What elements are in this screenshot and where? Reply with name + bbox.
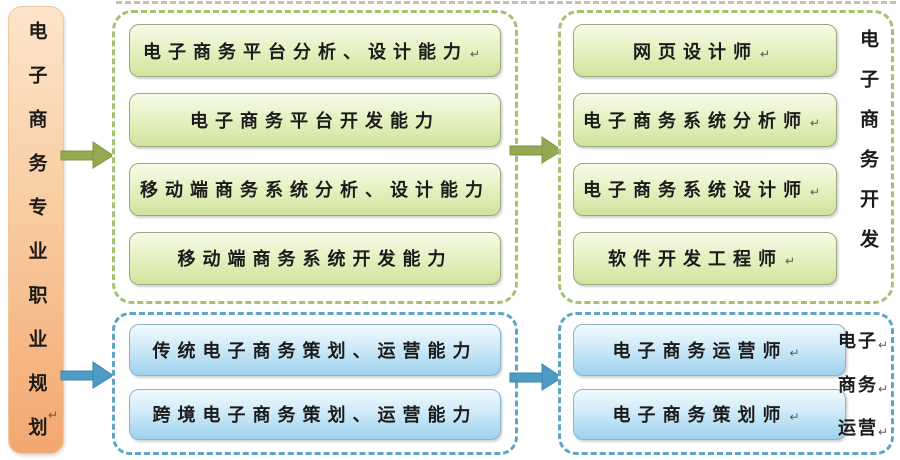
return-mark-icon: ↵	[759, 46, 778, 61]
return-mark-icon: ↵	[878, 425, 891, 439]
cropped-dashed-edge	[116, 1, 896, 4]
return-mark-icon: ↵	[47, 408, 58, 422]
job-box-planning-specialist: 电子商务策划师↵	[573, 388, 846, 440]
ops-jobs-side-line: 电子↵	[838, 327, 890, 353]
skill-box-crossborder-ops: 跨境电子商务策划、运营能力	[129, 388, 501, 440]
dev-jobs-side-label-text: 电子商务开发	[857, 29, 878, 269]
skill-box-mobile-development: 移动端商务系统开发能力	[129, 231, 501, 285]
skill-label: 传统电子商务策划、运营能力	[152, 340, 478, 361]
return-mark-icon: ↵	[809, 115, 828, 130]
arrow-root-to-dev-skills	[60, 141, 114, 169]
side-line-text: 商务	[838, 374, 878, 395]
side-line-text: 电子	[838, 331, 878, 351]
skill-label: 移动端商务系统分析、设计能力	[140, 180, 490, 201]
ops-jobs-side-label: 电子↵ 商务↵ 运营↵	[838, 327, 888, 440]
dev-skills-column: 电子商务平台分析、设计能力↵ 电子商务平台开发能力 移动端商务系统分析、设计能力…	[128, 13, 502, 301]
ops-jobs-side-line: 运营↵	[838, 414, 890, 440]
skill-box-mobile-analysis-design: 移动端商务系统分析、设计能力	[129, 162, 501, 216]
side-line-text: 运营	[838, 418, 878, 438]
ops-jobs-column: 电子商务运营师↵ 电子商务策划师↵	[573, 315, 846, 452]
skill-box-platform-analysis-design: 电子商务平台分析、设计能力↵	[129, 24, 501, 78]
job-box-software-engineer: 软件开发工程师↵	[573, 231, 837, 285]
skill-label: 电子商务平台开发能力	[190, 110, 440, 131]
arrow-dev-skills-to-dev-jobs	[509, 136, 563, 164]
job-label: 网页设计师	[632, 41, 758, 62]
skill-box-platform-development: 电子商务平台开发能力	[129, 93, 501, 147]
return-mark-icon: ↵	[469, 46, 488, 61]
ops-jobs-group: 电子商务运营师↵ 电子商务策划师↵ 电子↵ 商务↵ 运营↵	[558, 312, 894, 455]
dev-skills-group: 电子商务平台分析、设计能力↵ 电子商务平台开发能力 移动端商务系统分析、设计能力…	[112, 10, 518, 304]
job-box-system-designer: 电子商务系统设计师↵	[573, 162, 837, 216]
skill-box-traditional-ops: 传统电子商务策划、运营能力	[129, 324, 501, 376]
skill-label: 跨境电子商务策划、运营能力	[152, 405, 478, 426]
return-mark-icon: ↵	[878, 381, 891, 396]
job-box-web-designer: 网页设计师↵	[573, 24, 837, 78]
job-label: 电子商务系统分析师	[582, 110, 808, 131]
job-label: 软件开发工程师	[607, 249, 783, 270]
return-mark-icon: ↵	[878, 338, 891, 352]
job-label: 电子商务系统设计师	[582, 180, 808, 201]
skill-label: 移动端商务系统开发能力	[177, 249, 453, 270]
return-mark-icon: ↵	[789, 345, 807, 360]
return-mark-icon: ↵	[784, 254, 803, 269]
arrow-root-to-ops-skills	[60, 361, 114, 389]
dev-jobs-column: 网页设计师↵ 电子商务系统分析师↵ 电子商务系统设计师↵ 软件开发工程师↵	[573, 13, 837, 301]
return-mark-icon: ↵	[789, 410, 807, 425]
job-box-system-analyst: 电子商务系统分析师↵	[573, 93, 837, 147]
job-box-operations-specialist: 电子商务运营师↵	[573, 324, 846, 376]
arrow-ops-skills-to-ops-jobs	[509, 363, 563, 391]
dev-jobs-group: 网页设计师↵ 电子商务系统分析师↵ 电子商务系统设计师↵ 软件开发工程师↵ 电子…	[558, 10, 894, 304]
job-label: 电子商务策划师	[612, 405, 788, 426]
ops-skills-column: 传统电子商务策划、运营能力 跨境电子商务策划、运营能力	[128, 315, 502, 452]
skill-label: 电子商务平台分析、设计能力	[142, 41, 468, 62]
ops-jobs-side-line: 商务↵	[838, 371, 890, 397]
dev-jobs-side-label: 电子商务开发 ↵	[854, 29, 878, 274]
ops-skills-group: 传统电子商务策划、运营能力 跨境电子商务策划、运营能力	[112, 312, 518, 455]
root-node: 电子商务专业职业规划 ↵	[8, 6, 64, 460]
return-mark-icon: ↵	[809, 185, 828, 200]
root-label: 电子商务专业职业规划	[25, 21, 47, 460]
job-label: 电子商务运营师	[612, 340, 788, 361]
